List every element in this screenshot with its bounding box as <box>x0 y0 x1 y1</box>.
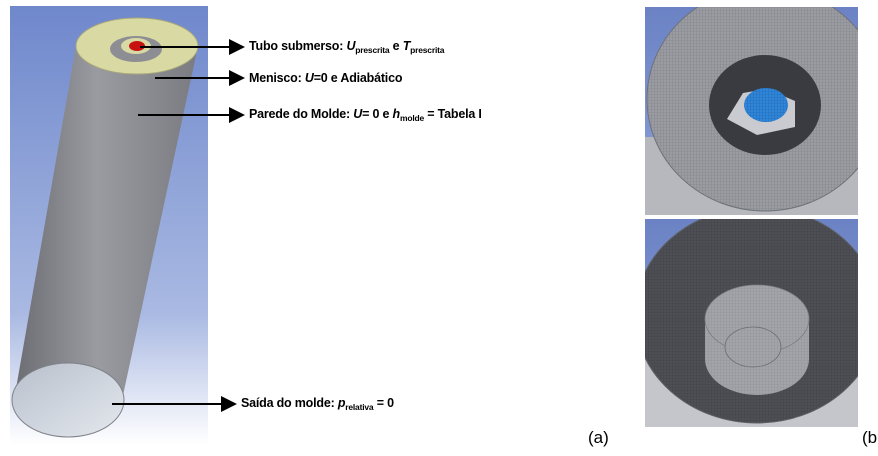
temperature-subscript: prescrita <box>410 45 445 55</box>
nozzle-inlet <box>129 41 145 51</box>
temperature-symbol: T <box>402 39 411 53</box>
velocity-subscript: prescrita <box>355 45 390 55</box>
heat-coefficient-subscript: molde <box>399 113 424 123</box>
annotation-saida-molde: Saída do molde: prelativa = 0 <box>241 396 394 412</box>
geometry-panel-a <box>10 6 208 445</box>
annotation-parede-condition: = Tabela I <box>424 107 482 121</box>
pressure-subscript: relativa <box>345 402 374 412</box>
panel-label-b: (b <box>862 428 878 447</box>
cylinder-body <box>14 46 198 400</box>
velocity-symbol: U <box>346 39 356 53</box>
nozzle-bore <box>724 326 782 368</box>
inlet-blue-mesh <box>744 88 788 122</box>
annotation-parede-mid: = 0 e <box>362 107 393 121</box>
mesh-view-top <box>645 7 858 215</box>
annotation-tubo-submerso: Tubo submerso: Uprescrita e Tprescrita <box>249 39 444 55</box>
annotation-menisco-condition: =0 e Adiabático <box>313 71 403 85</box>
conjunction: e <box>389 39 403 53</box>
mesh-bottom-figure <box>645 219 858 427</box>
pressure-symbol: p <box>337 396 346 410</box>
annotation-saida-label: Saída do molde: <box>241 396 338 410</box>
heat-coefficient-symbol: h <box>392 107 401 121</box>
panel-label-a: (a) <box>588 428 609 447</box>
annotation-parede-label: Parede do Molde: <box>249 107 354 121</box>
mold-outlet-face <box>11 362 125 438</box>
annotation-saida-condition: = 0 <box>373 396 394 410</box>
annotation-menisco: Menisco: U=0 e Adiabático <box>249 71 402 85</box>
mold-cylinder-figure <box>10 6 208 445</box>
velocity-symbol: U <box>353 107 363 121</box>
annotation-parede-molde: Parede do Molde: U= 0 e hmolde = Tabela … <box>249 107 482 123</box>
annotation-tubo-label: Tubo submerso: <box>249 39 347 53</box>
mesh-view-bottom <box>645 219 858 427</box>
annotation-menisco-label: Menisco: <box>249 71 305 85</box>
mesh-top-figure <box>645 7 858 215</box>
velocity-symbol: U <box>304 71 314 85</box>
